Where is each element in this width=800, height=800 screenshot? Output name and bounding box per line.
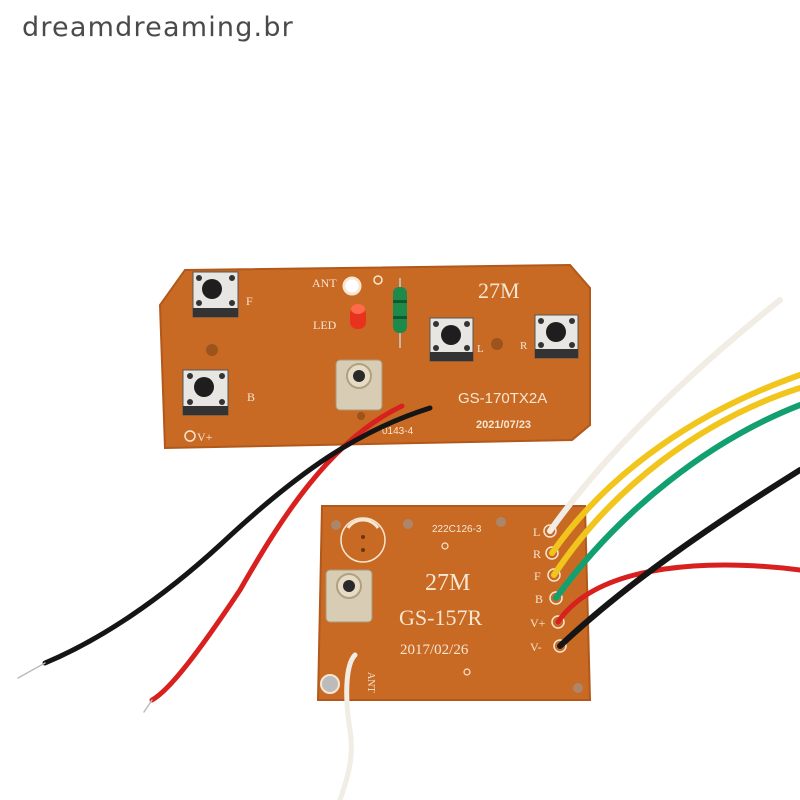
model-label: GS-170TX2A <box>458 390 547 407</box>
r-label: R <box>520 340 528 352</box>
inductor-icon <box>393 278 407 348</box>
antenna-label: ANT <box>365 672 376 693</box>
date-label: 2021/07/23 <box>476 419 531 431</box>
button-right <box>534 314 579 359</box>
frequency-label: 27M <box>425 570 470 596</box>
model-label: GS-157R <box>399 605 482 630</box>
transmitter-board: ANT LED F B L R V+ 27M GS-170TX2A 2021/0… <box>158 263 591 450</box>
pin-label: B <box>535 592 543 606</box>
b-label: B <box>247 390 255 404</box>
crystal-socket <box>335 359 383 420</box>
pin-label: V+ <box>530 616 546 630</box>
l-label: L <box>477 343 484 355</box>
receiver-board: 222C126-3 27M GS-157R 2017/02/26 ANT L R… <box>316 505 592 701</box>
wire-white-antenna <box>337 652 358 800</box>
wire-yellow-f <box>551 385 800 578</box>
power-label: V+ <box>197 430 213 444</box>
wire-white-l <box>547 297 783 534</box>
wires <box>17 297 800 800</box>
wire-black-vminus <box>557 467 800 649</box>
part-code-label: 0143-4 <box>382 426 414 437</box>
wire-red-vplus <box>555 562 800 625</box>
f-label: F <box>246 294 253 308</box>
wire-green-b <box>553 402 800 601</box>
pin-list: L R F B V+ V- <box>530 524 567 654</box>
watermark-text: dreamdreaming.br <box>22 12 294 43</box>
pin-label: R <box>533 547 541 561</box>
button-left <box>429 317 474 362</box>
frequency-label: 27M <box>478 278 520 303</box>
part-code-label: 222C126-3 <box>432 524 482 535</box>
ant-label: ANT <box>312 276 337 290</box>
led-icon <box>350 304 366 329</box>
led-label: LED <box>313 318 337 332</box>
wire-yellow-r <box>549 372 800 556</box>
pin-label: V- <box>530 640 542 654</box>
button-backward <box>182 369 229 416</box>
wire-black-transmitter <box>42 405 433 666</box>
button-forward <box>192 271 239 318</box>
date-label: 2017/02/26 <box>400 642 469 658</box>
pin-label: F <box>534 569 541 583</box>
crystal-socket <box>325 569 373 623</box>
pin-label: L <box>533 525 540 539</box>
